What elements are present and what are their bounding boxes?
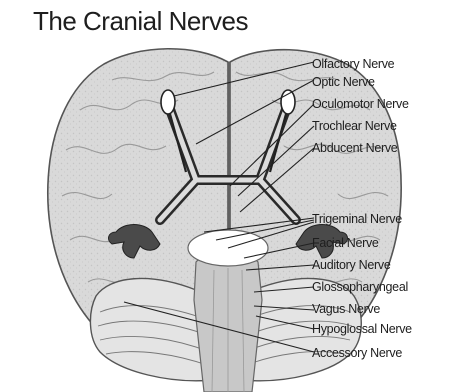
- label-glossopharyngeal: Glossopharyngeal: [312, 280, 408, 294]
- label-vagus-nerve: Vagus Nerve: [312, 302, 380, 316]
- label-accessory-nerve: Accessory Nerve: [312, 346, 402, 360]
- label-trigeminal-nerve: Trigeminal Nerve: [312, 212, 402, 226]
- label-auditory-nerve: Auditory Nerve: [312, 258, 390, 272]
- label-facial-nerve: Facial Nerve: [312, 236, 379, 250]
- label-olfactory-nerve: Olfactory Nerve: [312, 57, 394, 71]
- label-abducent-nerve: Abducent Nerve: [312, 141, 397, 155]
- label-oculomotor-nerve: Oculomotor Nerve: [312, 97, 409, 111]
- label-trochlear-nerve: Trochlear Nerve: [312, 119, 397, 133]
- label-optic-nerve: Optic Nerve: [312, 75, 375, 89]
- label-hypoglossal-nerve: Hypoglossal Nerve: [312, 322, 412, 336]
